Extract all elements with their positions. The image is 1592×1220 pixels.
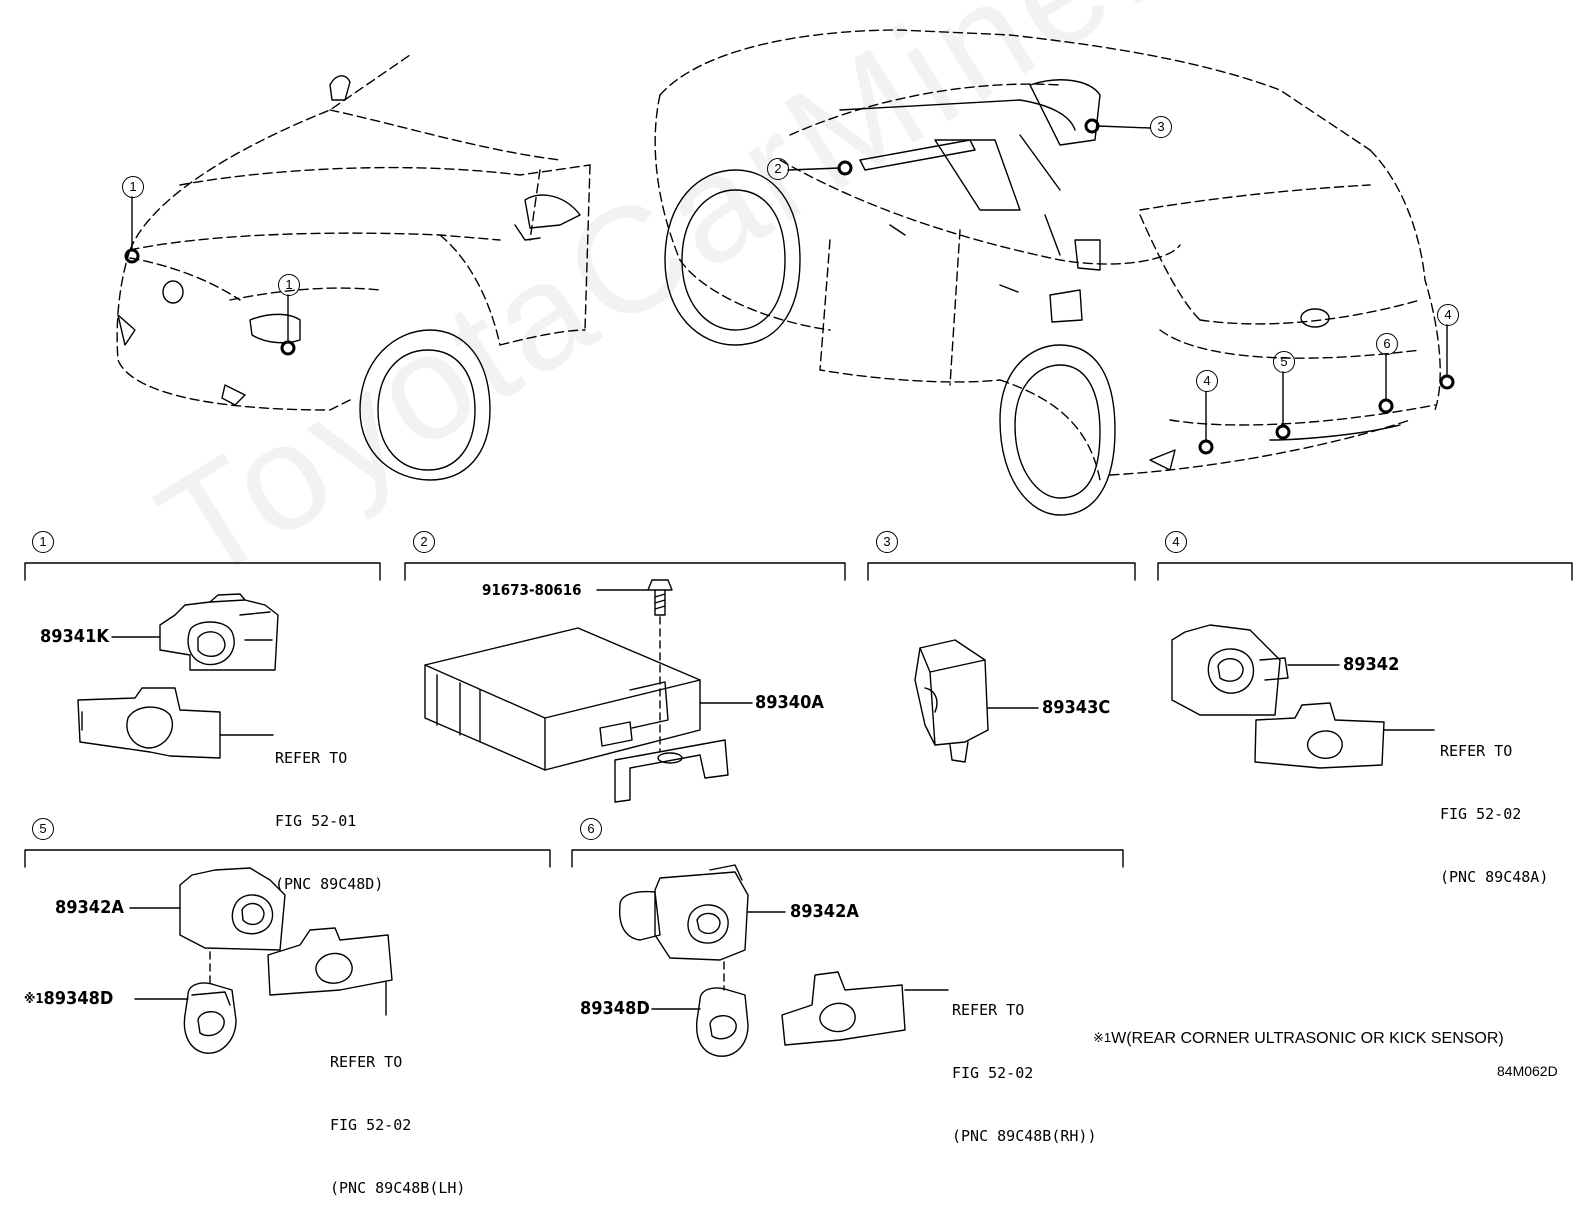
ref-line: REFER TO	[952, 1001, 1025, 1019]
section-brackets	[24, 562, 1573, 868]
section-5-number: 5	[32, 818, 54, 840]
callout-6-vehicle: 6	[1376, 333, 1398, 355]
part-number-89348D-section6: 89348D	[580, 998, 650, 1019]
section-6-number: 6	[580, 818, 602, 840]
ref-line: FIG 52-02	[330, 1116, 412, 1134]
ref-line: (PNC 89C48A)	[1440, 868, 1549, 886]
part-number-89342: 89342	[1343, 654, 1400, 675]
front-vehicle-view	[116, 54, 591, 411]
section-1-number: 1	[32, 531, 54, 553]
rear-vehicle-view	[654, 29, 1441, 481]
section-4-number: 4	[1165, 531, 1187, 553]
ref-line: FIG 52-02	[952, 1064, 1034, 1082]
callout-2-vehicle: 2	[767, 158, 789, 180]
ref-line: FIG 52-01	[275, 812, 357, 830]
callout-4-vehicle-right: 4	[1437, 304, 1459, 326]
bracket-section5	[267, 927, 393, 1016]
bracket-89342	[1254, 702, 1435, 769]
section-3-number: 3	[876, 531, 898, 553]
reference-note-section-1: REFER TO FIG 52-01 (PNC 89C48D)	[275, 706, 383, 916]
callout-4-vehicle-left: 4	[1196, 370, 1218, 392]
bolt-91673-80616	[596, 579, 673, 753]
footnote: ※1W(REAR CORNER ULTRASONIC OR KICK SENSO…	[1093, 1030, 1504, 1048]
callout-1-front-right: 1	[278, 274, 300, 296]
sensor-89343C	[914, 639, 1039, 763]
callout-1-front-left: 1	[122, 176, 144, 198]
part-number-89342A-section6: 89342A	[790, 901, 859, 922]
part-number-89340A: 89340A	[755, 692, 824, 713]
bracket-section6	[781, 971, 949, 1046]
front-vehicle-solid	[117, 75, 581, 481]
ref-line: REFER TO	[330, 1053, 403, 1071]
reference-note-section-4: REFER TO FIG 52-02 (PNC 89C48A)	[1440, 699, 1548, 909]
sensor-89342A-section5	[129, 867, 286, 986]
part-number-89342A-section5: 89342A	[55, 897, 124, 918]
part-number-89341K: 89341K	[40, 626, 109, 647]
sensor-cover-89348D-section5	[134, 982, 237, 1054]
ref-line: REFER TO	[1440, 742, 1513, 760]
reference-note-section-6: REFER TO FIG 52-02 (PNC 89C48B(RH))	[952, 958, 1097, 1168]
figure-code: 84M062D	[1497, 1063, 1558, 1079]
ref-line: (PNC 89C48D)	[275, 875, 384, 893]
reference-note-section-5: REFER TO FIG 52-02 (PNC 89C48B(LH)	[330, 1010, 465, 1220]
part-number-89348D-text: 89348D	[43, 988, 114, 1009]
parts-diagram	[24, 29, 1573, 1057]
callout-5-vehicle: 5	[1273, 351, 1295, 373]
part-number-89343C: 89343C	[1042, 697, 1111, 718]
footnote-mark: ※1	[24, 992, 44, 1007]
sensor-cover-89348D-section6	[651, 987, 749, 1057]
rear-vehicle-solid	[664, 79, 1401, 516]
sensor-89342A-section6	[618, 864, 786, 991]
bracket-89341K	[77, 687, 221, 759]
ref-line: FIG 52-02	[1440, 805, 1522, 823]
ref-line: (PNC 89C48B(LH)	[330, 1179, 466, 1197]
vehicle-callout-leaders	[124, 118, 1455, 455]
ref-line: (PNC 89C48B(RH))	[952, 1127, 1097, 1145]
sensor-89341K	[159, 593, 279, 671]
leaders-section-1	[111, 636, 274, 736]
part-number-91673-80616: 91673-80616	[482, 581, 582, 599]
ecu-89340A	[424, 627, 753, 803]
section-2-number: 2	[413, 531, 435, 553]
sensor-89342	[1171, 624, 1340, 716]
footnote-note-mark: ※1	[1093, 1030, 1112, 1045]
footnote-text: W(REAR CORNER ULTRASONIC OR KICK SENSOR)	[1111, 1030, 1504, 1047]
callout-3-vehicle: 3	[1150, 116, 1172, 138]
ref-line: REFER TO	[275, 749, 348, 767]
part-number-89348D-section5: ※189348D	[24, 989, 113, 1010]
